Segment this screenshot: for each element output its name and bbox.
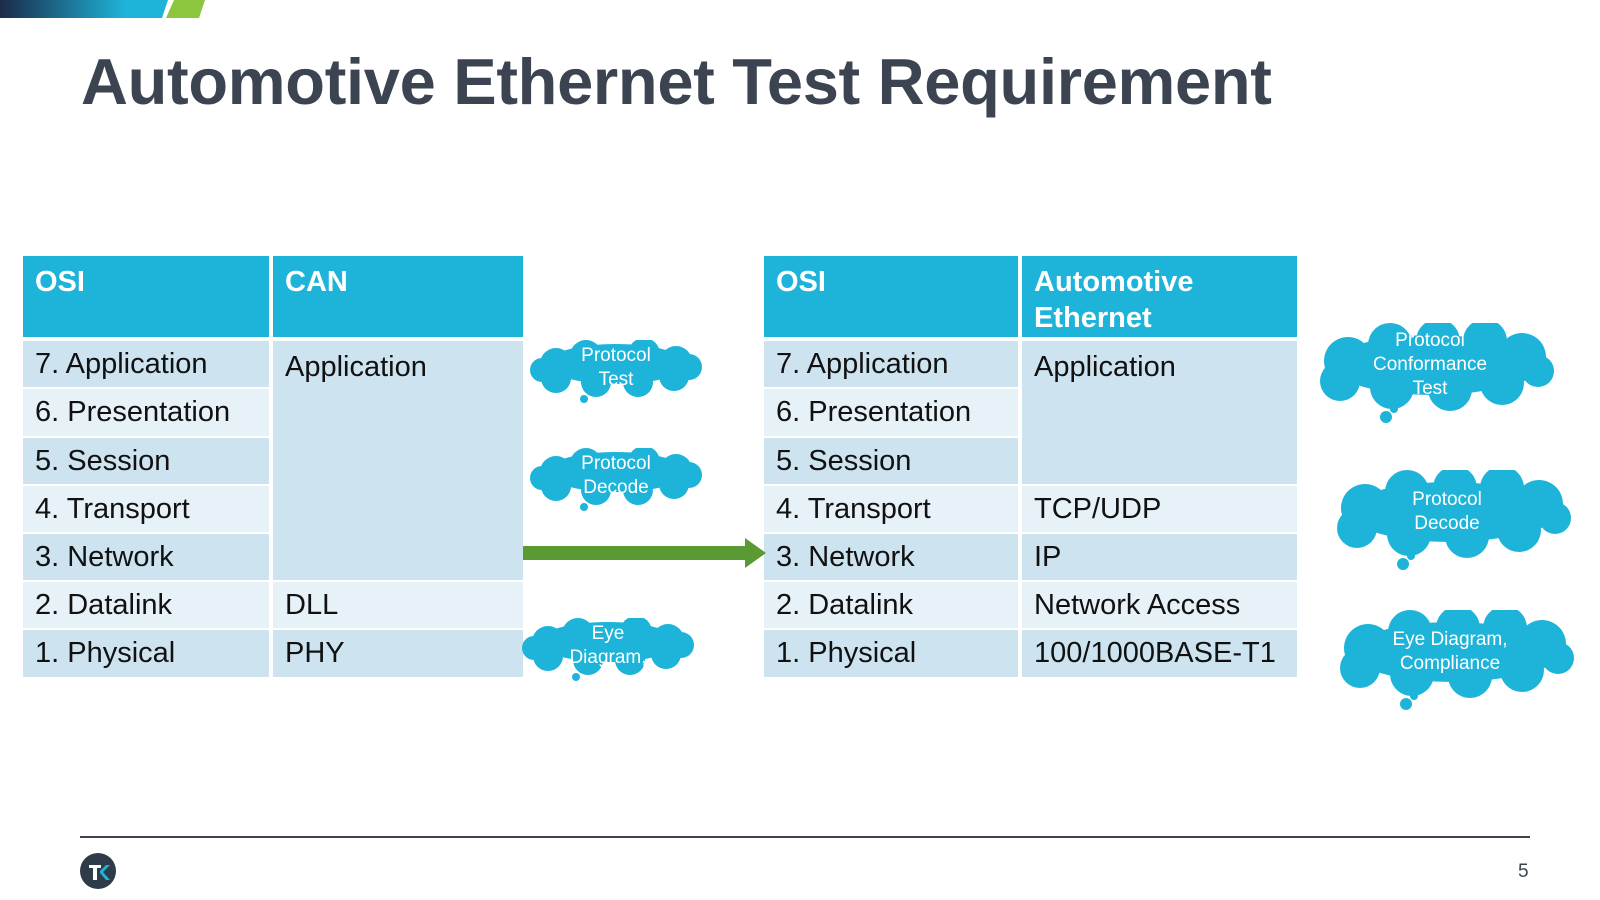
footer-divider [80,836,1530,838]
callout-line: Test [598,369,634,390]
callout-line: Eye Diagram, [1392,629,1508,650]
layer-cell: 5. Session [23,436,271,485]
layer-cell: 1. Physical [23,628,271,677]
osi-can-table: OSI CAN 7. Application Application 6. Pr… [23,256,523,677]
layer-cell: 7. Application [23,338,271,388]
layer-cell: 5. Session [764,436,1020,485]
callout-line: Eye [591,623,625,644]
eth-datalink-cell: Network Access [1018,580,1297,629]
layer-cell: 4. Transport [23,484,271,533]
cloud-icon [1340,606,1574,710]
header-can: CAN [269,256,523,341]
can-datalink-cell: DLL [269,580,523,629]
cloud-icon [1320,319,1554,423]
callout-line: Protocol [1412,489,1482,510]
layer-cell: 2. Datalink [23,580,271,629]
migration-arrow [523,538,766,568]
can-physical-cell: PHY [269,628,523,677]
callout-eye-diagram-left: Eye Diagram, [518,616,698,686]
callout-line: Decode [583,477,649,498]
layer-cell: 6. Presentation [764,387,1020,437]
company-logo-icon [80,853,116,889]
eth-network-cell: IP [1018,532,1297,581]
callout-line: Compliance [1399,653,1501,674]
eth-physical-cell: 100/1000BASE-T1 [1018,628,1297,677]
callout-line: Diagram, [569,647,647,668]
cloud-icon [1337,466,1571,570]
callout-eye-diagram-compliance: Eye Diagram, Compliance [1330,606,1580,710]
cloud-icon [530,338,702,403]
callout-line: Decode [1414,513,1480,534]
top-accent-bar [0,0,205,18]
callout-protocol-conformance-test: Protocol Conformance Test [1310,319,1560,423]
callout-protocol-test: Protocol Test [526,338,706,408]
slide-title: Automotive Ethernet Test Requirement [81,45,1272,118]
callout-protocol-decode-left: Protocol Decode [526,446,706,516]
callout-line: Protocol [581,453,651,474]
layer-cell: 3. Network [764,532,1020,581]
table-header-row: OSI Automotive Ethernet [764,256,1297,341]
layer-cell: 7. Application [764,338,1020,388]
cloud-icon [530,446,702,511]
layer-cell: 2. Datalink [764,580,1020,629]
page-number: 5 [1518,861,1529,882]
table-header-row: OSI CAN [23,256,523,341]
header-osi: OSI [23,256,271,341]
layer-cell: 3. Network [23,532,271,581]
eth-application-cell: Application [1018,338,1297,485]
callout-protocol-decode-right: Protocol Decode [1327,466,1577,570]
callout-line: Test [1412,378,1448,399]
header-automotive-ethernet: Automotive Ethernet [1018,256,1297,341]
layer-cell: 1. Physical [764,628,1020,677]
layer-cell: 6. Presentation [23,387,271,437]
callout-line: Conformance [1372,354,1488,375]
cloud-icon [522,616,694,681]
header-osi: OSI [764,256,1020,341]
callout-line: Protocol [1395,330,1465,351]
can-application-cell: Application [269,338,523,581]
eth-transport-cell: TCP/UDP [1018,484,1297,533]
callout-line: Protocol [581,345,651,366]
osi-ethernet-table: OSI Automotive Ethernet 7. Application A… [764,256,1297,677]
layer-cell: 4. Transport [764,484,1020,533]
